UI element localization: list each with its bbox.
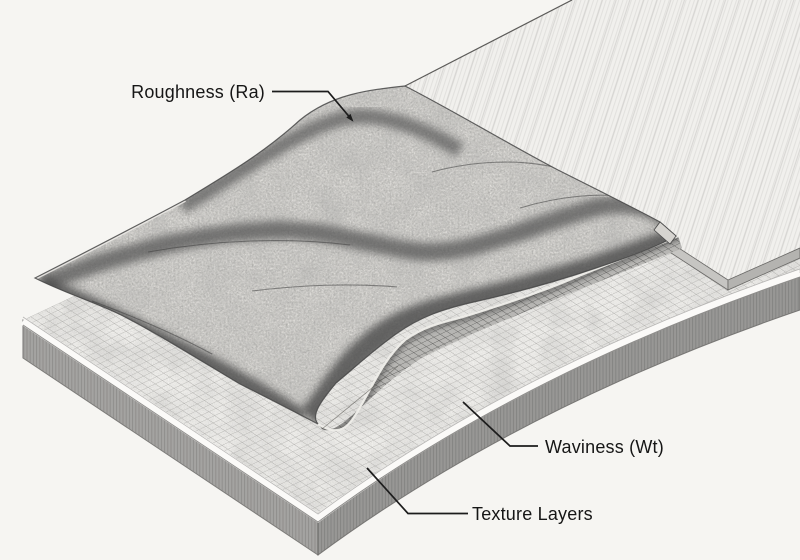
leader-line-roughness — [272, 90, 353, 121]
leader-line-texture-layers — [366, 467, 468, 515]
plate-rim — [20, 268, 800, 523]
smooth-plate-right-edge-face — [727, 247, 800, 291]
texture-layers-label: Texture Layers — [472, 504, 593, 524]
mesh-crest-highlight — [317, 235, 679, 432]
roughness-arrowhead-icon — [346, 113, 354, 122]
rough-sheet-outline — [33, 85, 678, 425]
waviness-label: Waviness (Wt) — [545, 437, 664, 457]
smooth-plate-back-edge — [404, 0, 573, 87]
rough-sheet-tip-edge — [653, 221, 677, 245]
roughness-label: Roughness (Ra) — [131, 82, 265, 102]
leader-line-waviness — [462, 401, 538, 447]
